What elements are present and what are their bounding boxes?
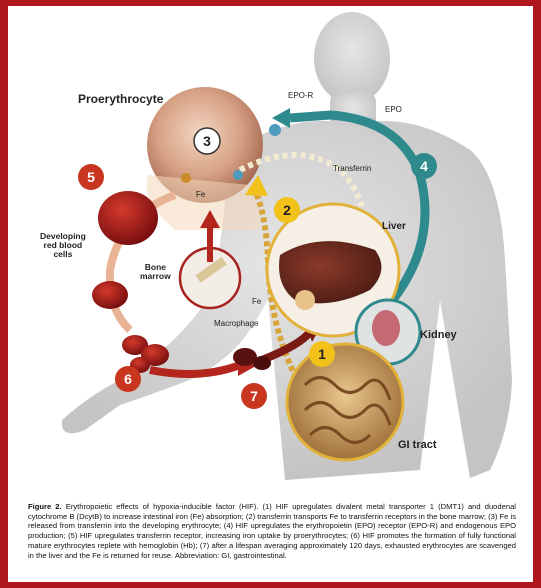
step-5: 5 <box>87 169 95 185</box>
step-6: 6 <box>124 371 132 387</box>
caption-title: Figure 2. <box>28 502 62 511</box>
label-macrophage: Macrophage <box>214 320 258 328</box>
step-3: 3 <box>203 133 211 149</box>
gi-tract-inset <box>287 344 403 460</box>
label-epo-r: EPO-R <box>288 92 313 100</box>
label-kidney: Kidney <box>420 330 457 342</box>
label-fe-top: Fe <box>196 191 205 199</box>
label-fe-mid: Fe <box>252 298 261 306</box>
caption-text: Erythropoietic effects of hypoxia-induci… <box>28 502 516 560</box>
label-gi-tract: GI tract <box>398 440 437 452</box>
step-4: 4 <box>420 158 428 174</box>
figure-caption: Figure 2. Erythropoietic effects of hypo… <box>28 502 516 560</box>
label-developing-rbc: Developing red blood cells <box>40 232 86 259</box>
step-7: 7 <box>250 388 258 404</box>
label-transferrin: Transferrin <box>333 165 371 173</box>
label-liver: Liver <box>382 222 406 233</box>
step-1: 1 <box>318 346 326 362</box>
label-bone-marrow: Bone marrow <box>140 263 171 281</box>
step-2: 2 <box>283 202 291 218</box>
label-proerythrocyte: Proerythrocyte <box>78 93 163 106</box>
label-epo: EPO <box>385 106 402 114</box>
